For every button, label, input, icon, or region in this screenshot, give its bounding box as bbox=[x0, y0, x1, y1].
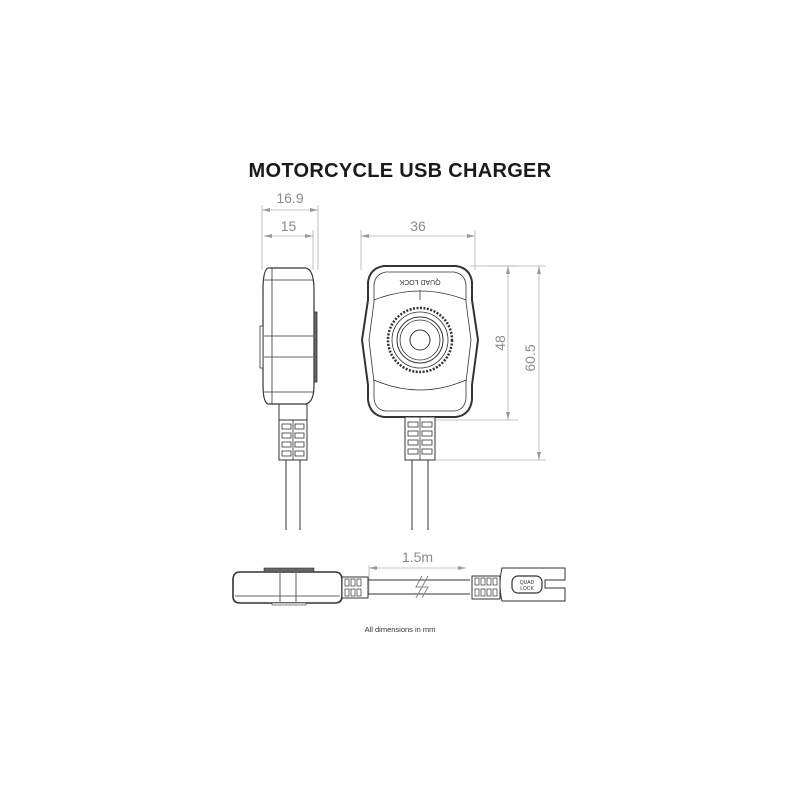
dim-front-body-height: 48 bbox=[492, 335, 508, 351]
dim-side-overall-depth: 16.9 bbox=[276, 190, 304, 206]
svg-text:QUAD: QUAD bbox=[520, 580, 535, 586]
side-view bbox=[259, 267, 318, 530]
diagram-title: MOTORCYCLE USB CHARGER bbox=[248, 160, 552, 182]
dim-side-body-depth: 15 bbox=[280, 218, 297, 234]
cable-break-icon bbox=[415, 575, 423, 599]
dim-front-width: 36 bbox=[410, 218, 426, 234]
dimension-lines bbox=[261, 205, 546, 595]
svg-text:LOCK: LOCK bbox=[520, 586, 534, 592]
units-note: All dimensions in mm bbox=[364, 625, 436, 634]
svg-text:QUAD LOCK: QUAD LOCK bbox=[399, 278, 441, 285]
front-view: QUAD LOCK bbox=[360, 265, 480, 530]
dim-cable-length: 1.5m bbox=[401, 549, 434, 565]
dim-front-overall-height: 60.5 bbox=[522, 344, 538, 372]
dimension-arrows bbox=[262, 208, 541, 570]
plan-view: QUAD LOCK bbox=[232, 567, 566, 606]
